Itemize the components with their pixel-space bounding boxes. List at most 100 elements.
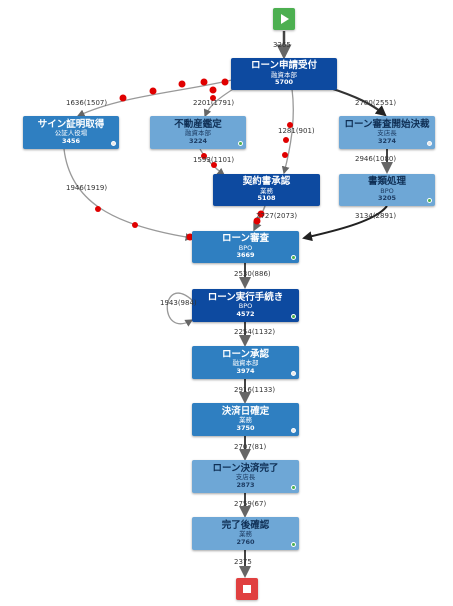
activity-count: 5108 bbox=[257, 194, 276, 203]
status-indicator bbox=[291, 542, 296, 547]
activity-loan-review[interactable]: ローン審査 BPO 3669 bbox=[192, 231, 299, 263]
deviation-marker bbox=[186, 233, 194, 241]
activity-department: 融資本部 bbox=[232, 359, 259, 368]
deviation-marker bbox=[119, 94, 127, 102]
activity-department: BPO bbox=[238, 243, 253, 252]
deviation-marker bbox=[201, 153, 207, 159]
activity-signature-proof[interactable]: サイン証明取得 公証人役場 3456 bbox=[23, 116, 119, 149]
edge-application-to-contract bbox=[281, 88, 294, 175]
edge-label-application-to-appraisal: 2201(1791) bbox=[193, 99, 235, 107]
edge-label-application-to-review-start: 2780(2551) bbox=[355, 99, 397, 107]
start-node[interactable] bbox=[273, 8, 295, 30]
activity-title: ローン決済完了 bbox=[212, 462, 279, 474]
edge-contract-to-review bbox=[253, 205, 266, 232]
edge-appraisal-to-contract bbox=[199, 148, 226, 176]
activity-post-check[interactable]: 完了後確認 業務 2760 bbox=[192, 517, 299, 550]
activity-real-estate-appraisal[interactable]: 不動産鑑定 融資本部 3224 bbox=[150, 116, 246, 149]
activity-title: 決済日確定 bbox=[221, 405, 270, 417]
edge-label-documents-to-review: 3134(2891) bbox=[355, 212, 397, 220]
deviation-marker bbox=[257, 210, 265, 218]
edge-label-complete-to-post-check: 2759(67) bbox=[234, 500, 267, 508]
end-node[interactable] bbox=[236, 578, 258, 600]
activity-count: 3974 bbox=[236, 366, 255, 375]
edge-documents-to-review bbox=[302, 205, 388, 242]
edge-label-execution-to-approval: 2254(1132) bbox=[234, 328, 276, 336]
status-indicator bbox=[427, 141, 432, 146]
deviation-marker bbox=[95, 206, 101, 212]
activity-title: ローン承認 bbox=[221, 348, 270, 360]
edge-label-appraisal-to-contract: 1593(1101) bbox=[193, 156, 235, 164]
edge-label-settlement-date-to-complete: 2707(81) bbox=[234, 443, 267, 451]
activity-department: 公証人役場 bbox=[54, 129, 88, 138]
play-icon bbox=[281, 14, 289, 24]
activity-department: 業務 bbox=[239, 416, 252, 425]
edge-label-approval-to-settlement-date: 2916(1133) bbox=[234, 386, 276, 394]
activity-count: 3224 bbox=[188, 136, 208, 145]
activity-title: ローン実行手続き bbox=[207, 291, 284, 303]
status-indicator bbox=[291, 485, 296, 490]
edge-label-application-to-signature: 1636(1507) bbox=[66, 99, 108, 107]
activity-count: 3456 bbox=[61, 136, 81, 145]
deviation-marker bbox=[200, 78, 208, 86]
edge-label-post-check-to-end: 2375 bbox=[234, 558, 252, 566]
activity-loan-application[interactable]: ローン申請受付 融資本部 5700 bbox=[231, 58, 337, 90]
activity-settlement-complete[interactable]: ローン決済完了 支店長 2873 bbox=[192, 460, 299, 493]
activity-count: 2760 bbox=[236, 537, 255, 546]
edge-label-execution-loop: 1943(984) bbox=[160, 299, 197, 307]
edge-label-review-to-execution: 2530(886) bbox=[234, 270, 271, 278]
activity-count: 5700 bbox=[274, 78, 294, 87]
activity-loan-execution[interactable]: ローン実行手続き BPO 4572 bbox=[192, 289, 299, 322]
stop-icon bbox=[243, 585, 251, 593]
edge-label-start-to-application: 3265 bbox=[273, 41, 291, 49]
status-indicator bbox=[291, 428, 296, 433]
status-indicator bbox=[291, 255, 296, 260]
activity-department: 支店長 bbox=[377, 129, 397, 138]
edge-execution-loop bbox=[166, 292, 194, 327]
deviation-marker bbox=[178, 80, 186, 88]
deviation-marker bbox=[221, 78, 229, 86]
activity-department: BPO bbox=[380, 186, 394, 195]
status-indicator bbox=[111, 141, 116, 146]
activity-document-processing[interactable]: 書類処理 BPO 3205 bbox=[339, 174, 435, 206]
activity-count: 3669 bbox=[236, 251, 255, 260]
activity-review-start-decision[interactable]: ローン審査開始決裁 支店長 3274 bbox=[339, 116, 435, 149]
deviation-marker bbox=[209, 86, 217, 94]
status-indicator bbox=[291, 371, 296, 376]
activity-department: 融資本部 bbox=[271, 70, 297, 79]
activity-department: BPO bbox=[238, 302, 253, 311]
status-indicator bbox=[238, 141, 243, 146]
activity-department: 業務 bbox=[239, 530, 252, 539]
activity-title: ローン審査開始決裁 bbox=[344, 118, 430, 130]
activity-department: 業務 bbox=[260, 186, 273, 195]
deviation-marker bbox=[287, 122, 293, 128]
deviation-marker bbox=[211, 162, 217, 168]
activity-title: ローン申請受付 bbox=[250, 60, 318, 72]
status-indicator bbox=[291, 314, 296, 319]
activity-contract-approval[interactable]: 契約書承認 業務 5108 bbox=[213, 174, 320, 206]
activity-title: 完了後確認 bbox=[221, 519, 270, 531]
deviation-marker bbox=[282, 152, 288, 158]
activity-title: ローン審査 bbox=[221, 233, 270, 245]
activity-count: 3750 bbox=[236, 423, 255, 432]
activity-count: 3205 bbox=[377, 194, 397, 203]
activity-count: 4572 bbox=[236, 309, 255, 318]
status-indicator bbox=[427, 198, 432, 203]
activity-title: 書類処理 bbox=[367, 176, 406, 188]
deviation-marker bbox=[149, 87, 157, 95]
activity-count: 3274 bbox=[377, 136, 397, 145]
deviation-markers bbox=[95, 78, 293, 241]
activity-settlement-date[interactable]: 決済日確定 業務 3750 bbox=[192, 403, 299, 436]
activity-count: 2873 bbox=[236, 480, 255, 489]
edge-label-contract-to-review: 2727(2073) bbox=[256, 212, 298, 220]
activity-title: 契約書承認 bbox=[242, 176, 291, 188]
activity-title: 不動産鑑定 bbox=[174, 118, 222, 130]
deviation-marker bbox=[132, 222, 138, 228]
edge-application-to-signature bbox=[76, 79, 233, 117]
edge-application-to-review-start bbox=[329, 86, 387, 117]
activity-department: 融資本部 bbox=[185, 129, 211, 138]
activity-loan-approval[interactable]: ローン承認 融資本部 3974 bbox=[192, 346, 299, 379]
activity-title: サイン証明取得 bbox=[37, 118, 105, 130]
edge-label-review-start-to-documents: 2946(1080) bbox=[355, 155, 397, 163]
deviation-marker bbox=[283, 137, 289, 143]
